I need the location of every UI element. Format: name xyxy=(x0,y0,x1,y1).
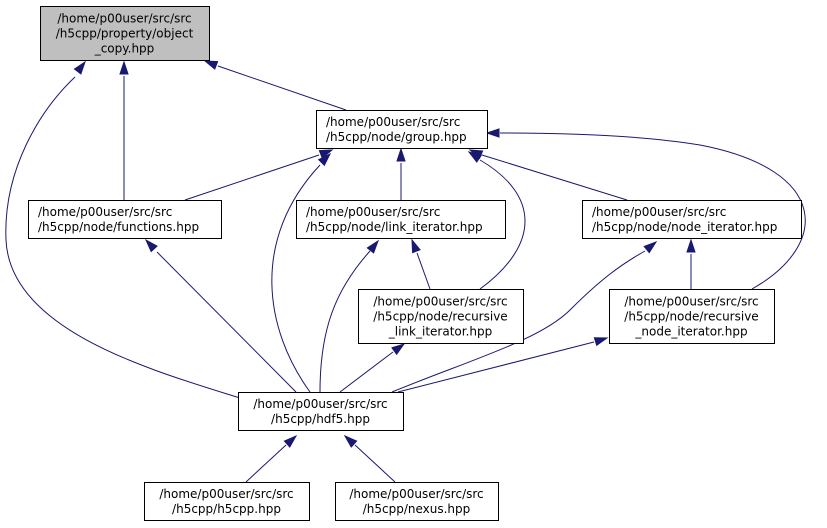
node-box xyxy=(316,110,488,149)
node-link-iterator[interactable]: /home/p00user/src/src/h5cpp/node/link_it… xyxy=(296,200,506,239)
nodes-layer: /home/p00user/src/src/h5cpp/property/obj… xyxy=(28,6,802,521)
edge-line xyxy=(245,444,287,483)
arrowhead-icon xyxy=(396,147,406,162)
edge-recursive_link_iterator-to-group xyxy=(467,151,526,290)
edge-nexus-to-hdf5 xyxy=(343,434,396,483)
node-box xyxy=(296,200,506,239)
edge-line xyxy=(271,164,321,393)
arrowhead-icon xyxy=(73,60,86,75)
edge-group-to-object_copy xyxy=(203,60,347,111)
node-label-line: /h5cpp/node/node_iterator.hpp xyxy=(592,220,777,234)
node-label-line: /h5cpp/node/recursive xyxy=(624,310,758,324)
edges-layer xyxy=(5,60,806,483)
edge-hdf5-to-recursive_node_iterator xyxy=(397,337,609,393)
edge-line xyxy=(479,159,526,290)
node-label-line: /h5cpp/nexus.hpp xyxy=(363,502,471,516)
edge-hdf5-to-group xyxy=(271,152,332,393)
node-recursive-link-iterator[interactable]: /home/p00user/src/src/h5cpp/node/recursi… xyxy=(358,289,524,344)
node-label-line: /home/p00user/src/src xyxy=(373,295,507,309)
arrowhead-icon xyxy=(391,343,406,356)
node-label-line: /home/p00user/src/src xyxy=(326,115,460,129)
edge-line xyxy=(391,250,646,393)
node-label-line: _link_iterator.hpp xyxy=(388,325,492,339)
node-label-line: /home/p00user/src/src xyxy=(624,295,758,309)
edge-line xyxy=(397,341,595,393)
node-label-line: /home/p00user/src/src xyxy=(57,12,191,26)
arrowhead-icon xyxy=(144,238,158,253)
node-label-line: /h5cpp/node/link_iterator.hpp xyxy=(306,220,483,234)
node-box xyxy=(358,289,524,344)
edge-line xyxy=(499,132,806,290)
edge-recursive_node_iterator-to-node_iterator xyxy=(686,238,696,289)
arrowhead-icon xyxy=(203,60,219,70)
edge-hdf5-to-object_copy xyxy=(5,60,241,399)
node-functions[interactable]: /home/p00user/src/src/h5cpp/node/functio… xyxy=(28,200,222,239)
node-nexus[interactable]: /home/p00user/src/src/h5cpp/nexus.hpp xyxy=(335,482,499,521)
arrowhead-icon xyxy=(593,337,609,347)
node-box xyxy=(40,6,210,61)
arrowhead-icon xyxy=(686,238,696,253)
node-label-line: /home/p00user/src/src xyxy=(592,205,726,219)
edge-hdf5-to-node_iterator xyxy=(391,240,658,393)
edge-h5cpp-to-hdf5 xyxy=(245,434,298,483)
node-node-iterator[interactable]: /home/p00user/src/src/h5cpp/node/node_it… xyxy=(582,200,802,239)
node-object-copy: /home/p00user/src/src/h5cpp/property/obj… xyxy=(40,6,210,61)
edge-functions-to-group xyxy=(184,149,334,201)
node-box xyxy=(238,392,404,431)
edge-line xyxy=(156,251,297,393)
edge-line xyxy=(354,444,396,483)
edge-node_iterator-to-group xyxy=(468,149,628,201)
node-box xyxy=(609,289,775,344)
arrowhead-icon xyxy=(283,434,298,448)
node-label-line: /home/p00user/src/src xyxy=(253,397,387,411)
edge-line xyxy=(184,154,320,201)
node-box xyxy=(144,482,310,521)
edge-line xyxy=(5,76,241,399)
arrowhead-icon xyxy=(343,434,358,448)
node-label-line: /h5cpp/h5cpp.hpp xyxy=(172,502,281,516)
arrowhead-icon xyxy=(366,239,379,254)
edge-hdf5-to-functions xyxy=(144,238,297,393)
node-box xyxy=(28,200,222,239)
node-label-line: /home/p00user/src/src xyxy=(38,205,172,219)
node-box xyxy=(582,200,802,239)
node-label-line: /h5cpp/property/object xyxy=(56,27,194,41)
edge-hdf5-to-link_iterator xyxy=(319,239,379,393)
arrowhead-icon xyxy=(318,149,334,159)
node-label-line: /h5cpp/node/group.hpp xyxy=(326,130,467,144)
edge-functions-to-object_copy xyxy=(119,60,129,200)
node-label-line: /h5cpp/hdf5.hpp xyxy=(271,412,370,426)
edge-line xyxy=(416,252,431,290)
edge-line xyxy=(339,351,394,393)
node-recursive-node-iterator[interactable]: /home/p00user/src/src/h5cpp/node/recursi… xyxy=(609,289,775,344)
edge-link_iterator-to-group xyxy=(396,147,406,200)
node-label-line: _copy.hpp xyxy=(94,42,155,56)
arrowhead-icon xyxy=(467,151,483,163)
arrowhead-icon xyxy=(317,152,332,167)
edge-line xyxy=(217,65,347,111)
node-box xyxy=(335,482,499,521)
edge-hdf5-to-recursive_link_iterator xyxy=(339,343,406,393)
node-label-line: /home/p00user/src/src xyxy=(159,487,293,501)
node-label-line: _node_iterator.hpp xyxy=(634,325,747,339)
arrowhead-icon xyxy=(485,128,500,138)
arrowhead-icon xyxy=(411,238,421,254)
edge-recursive_node_iterator-to-group xyxy=(485,128,806,290)
edge-recursive_link_iterator-to-link_iterator xyxy=(411,238,431,290)
arrowhead-icon xyxy=(119,60,129,75)
edge-line xyxy=(481,154,628,201)
node-label-line: /home/p00user/src/src xyxy=(306,205,440,219)
node-label-line: /h5cpp/node/recursive xyxy=(373,310,507,324)
node-group[interactable]: /home/p00user/src/src/h5cpp/node/group.h… xyxy=(316,110,488,149)
node-h5cpp[interactable]: /home/p00user/src/src/h5cpp/h5cpp.hpp xyxy=(144,482,310,521)
node-label-line: /h5cpp/node/functions.hpp xyxy=(38,220,199,234)
edge-line xyxy=(319,250,371,393)
arrowhead-icon xyxy=(643,240,658,254)
node-hdf5[interactable]: /home/p00user/src/src/h5cpp/hdf5.hpp xyxy=(238,392,404,431)
node-label-line: /home/p00user/src/src xyxy=(349,487,483,501)
